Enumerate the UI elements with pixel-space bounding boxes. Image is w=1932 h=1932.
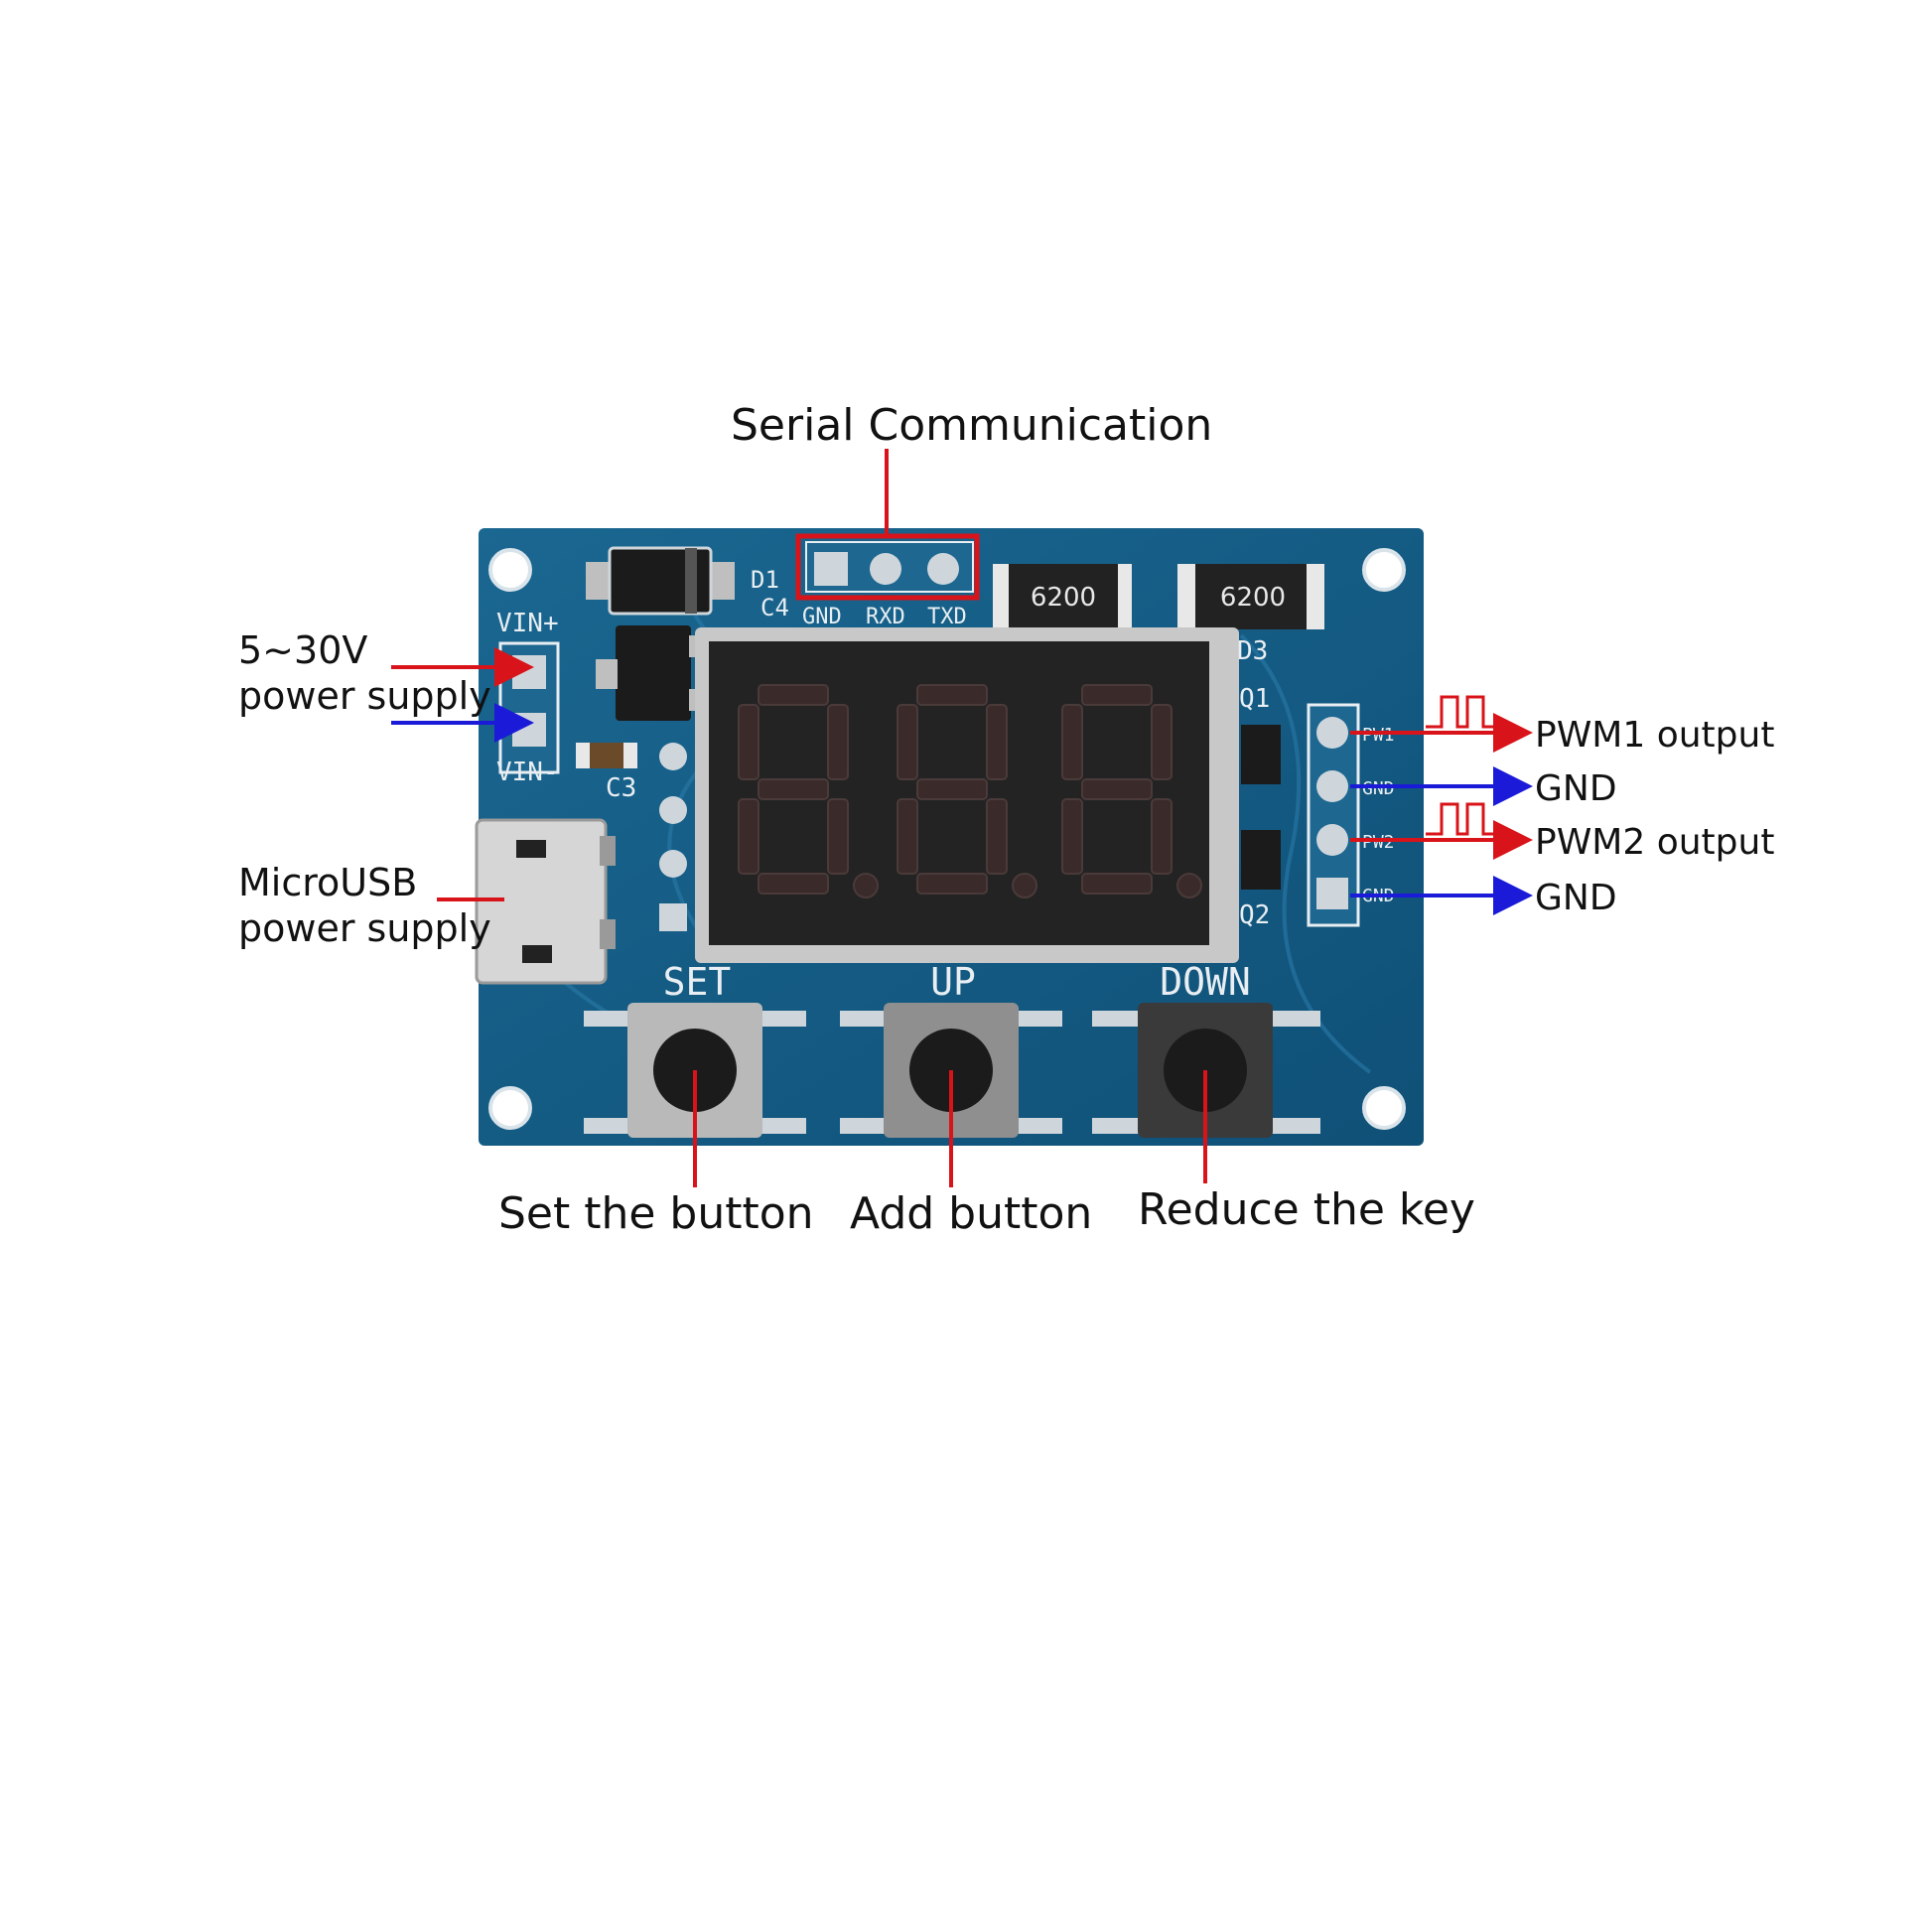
- digit-1-segment: [827, 798, 849, 875]
- digit-3-segment: [1151, 798, 1173, 875]
- callout-power-voltage: 5~30V: [238, 628, 368, 672]
- digit-2-segment: [897, 798, 918, 875]
- digit-2-decimal-point: [1012, 873, 1037, 898]
- digit-1-segment: [738, 704, 759, 780]
- pin-label-pw2: PW2: [1362, 832, 1395, 853]
- chip-6200-1: [993, 564, 1132, 629]
- digit-2-segment: [916, 778, 988, 800]
- callout-pwm2-output: PWM2 output: [1535, 822, 1775, 863]
- digit-1-decimal-point: [853, 873, 879, 898]
- square-wave-icon: [1426, 695, 1499, 729]
- transistors: [1241, 725, 1281, 890]
- digit-3-segment: [1061, 798, 1083, 875]
- chip-2-label: 6200: [1220, 583, 1286, 613]
- mounting-hole: [488, 548, 532, 592]
- label-d3: D3: [1237, 636, 1268, 666]
- digit-3-segment: [1151, 704, 1173, 780]
- callout-set-button: Set the button: [498, 1188, 814, 1239]
- pin-label-pw1: PW1: [1362, 725, 1395, 746]
- digit-2-segment: [986, 798, 1008, 875]
- callout-pwm1-output: PWM1 output: [1535, 715, 1775, 756]
- digit-1-segment: [827, 704, 849, 780]
- digit-2-segment: [986, 704, 1008, 780]
- digit-3-segment: [1081, 778, 1153, 800]
- header-label-rxd: RXD: [866, 605, 905, 629]
- callout-gnd-2: GND: [1535, 878, 1617, 918]
- digit-1-segment: [758, 684, 829, 706]
- callout-power-supply: power supply: [238, 674, 491, 718]
- microusb-connector: [475, 818, 616, 985]
- side-vias: [659, 743, 687, 931]
- digit-1-segment: [758, 778, 829, 800]
- capacitor-c3: [576, 743, 637, 768]
- vin-header: [498, 641, 560, 774]
- digit-2-segment: [916, 684, 988, 706]
- digit-2-segment: [897, 704, 918, 780]
- digit-3-segment: [1081, 873, 1153, 895]
- chip-1-label: 6200: [1031, 583, 1096, 613]
- button-label-set: SET: [663, 960, 732, 1004]
- pin-label-gnd1: GND: [1362, 778, 1395, 799]
- label-c4: C4: [760, 594, 789, 621]
- chip-6200-2: [1177, 564, 1324, 629]
- label-vin-plus: VIN+: [496, 609, 559, 638]
- diode-d1: [586, 546, 735, 616]
- callout-gnd-1: GND: [1535, 768, 1617, 809]
- button-label-up: UP: [930, 960, 976, 1004]
- header-label-gnd: GND: [802, 605, 842, 629]
- digit-1-segment: [738, 798, 759, 875]
- digit-3-segment: [1081, 684, 1153, 706]
- digit-2-segment: [916, 873, 988, 895]
- mounting-hole: [1362, 1086, 1406, 1130]
- header-label-txd: TXD: [927, 605, 967, 629]
- label-q2: Q2: [1239, 900, 1270, 930]
- label-c3: C3: [606, 773, 636, 803]
- serial-header: [795, 533, 980, 601]
- digit-1-segment: [758, 873, 829, 895]
- callout-reduce-key: Reduce the key: [1138, 1184, 1475, 1235]
- mounting-hole: [1362, 548, 1406, 592]
- square-wave-icon: [1426, 802, 1499, 836]
- display-digits: [738, 684, 1202, 898]
- pwm-header: [1307, 703, 1360, 927]
- mounting-hole: [488, 1086, 532, 1130]
- button-label-down: DOWN: [1160, 960, 1251, 1004]
- callout-add-button: Add button: [850, 1188, 1093, 1239]
- callout-microusb-supply: power supply: [238, 906, 491, 950]
- label-vin-minus: VIN-: [496, 758, 559, 787]
- callout-microusb: MicroUSB: [238, 861, 418, 904]
- label-q1: Q1: [1239, 684, 1270, 714]
- digit-3-decimal-point: [1176, 873, 1202, 898]
- callout-serial-communication: Serial Communication: [731, 400, 1213, 451]
- digit-3-segment: [1061, 704, 1083, 780]
- label-d1: D1: [751, 566, 779, 594]
